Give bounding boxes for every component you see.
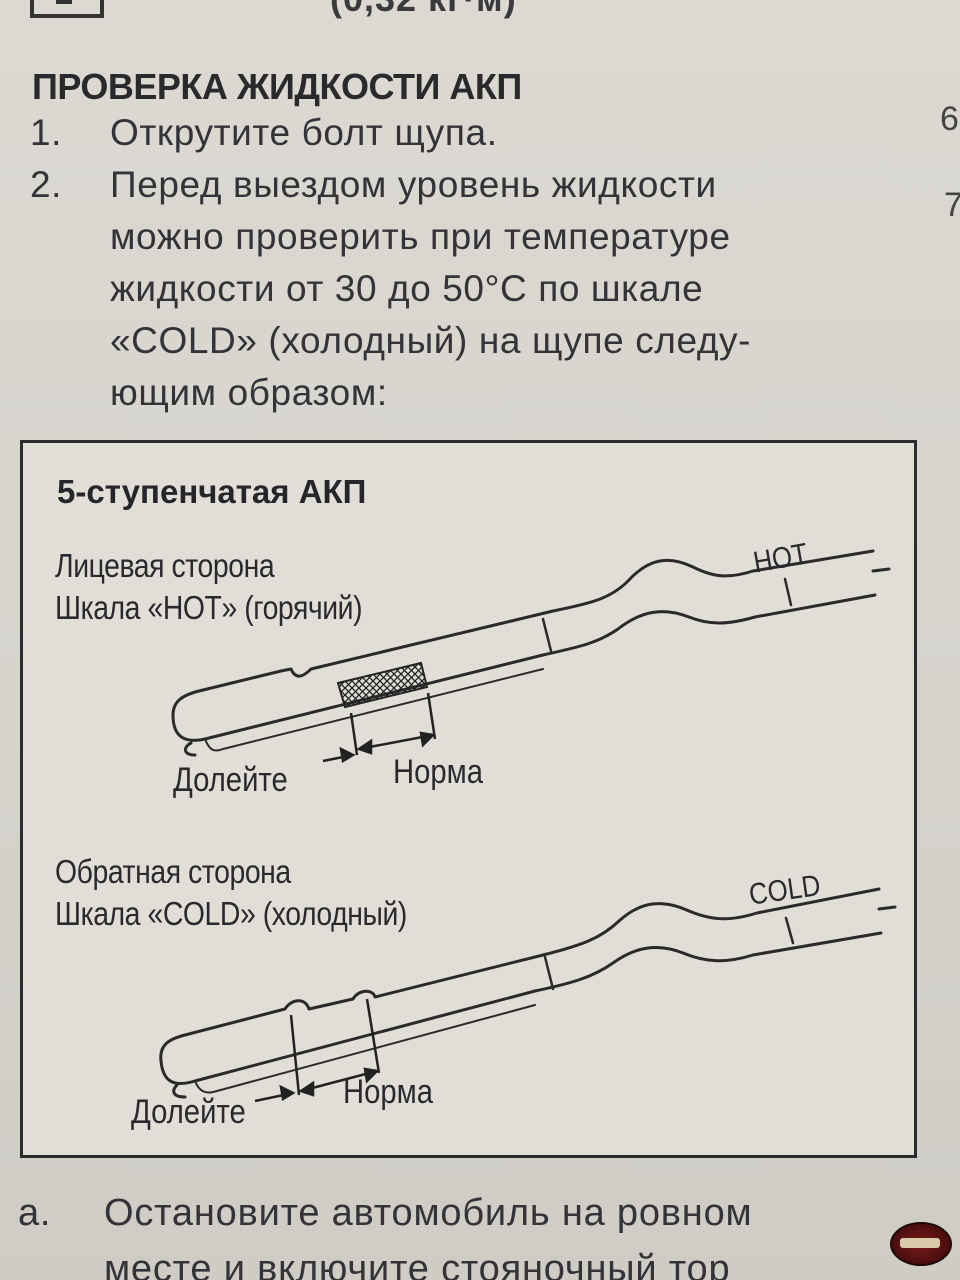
front-normal-label: Норма: [393, 753, 484, 791]
torque-icon: [30, 0, 104, 18]
step-number: 2.: [30, 164, 63, 205]
bottom-item: a.: [18, 1192, 51, 1235]
back-add-label: Долейте: [131, 1093, 246, 1131]
step-text-line: ющим образом:: [110, 372, 388, 413]
back-normal-label: Норма: [343, 1073, 434, 1111]
margin-page-number: 6: [940, 100, 959, 138]
back-scale-label: Шкала «COLD» (холодный): [55, 895, 407, 932]
bottom-text-line1: Остановите автомобиль на ровном: [104, 1192, 753, 1234]
front-range-markers: [322, 692, 437, 764]
back-side-label: Обратная сторона: [55, 853, 291, 890]
back-dipstick: [159, 887, 897, 1099]
front-dipstick: [171, 549, 891, 757]
section-title: ПРОВЕРКА ЖИДКОСТИ АКП: [32, 66, 522, 107]
step-text-line: «COLD» (холодный) на щупе следу-: [110, 320, 752, 361]
step-text: Открутите болт щупа.: [110, 112, 498, 153]
watermark-logo: [890, 1222, 952, 1266]
item-letter: a.: [18, 1192, 52, 1234]
front-scale-label: Шкала «HOT» (горячий): [55, 589, 363, 626]
figure-title: 5-ступенчатая АКП: [57, 473, 367, 510]
torque-value-fragment: (0,32 кг·м): [330, 0, 517, 20]
step-text-line: можно проверить при температуре: [110, 216, 731, 257]
dipstick-illustration: [159, 549, 897, 1103]
bottom-text-line2: месте и включите стояночный тор: [104, 1248, 731, 1280]
front-hatched-normal-zone: [336, 661, 429, 709]
margin-page-number: 7: [944, 186, 960, 224]
step-text-line: жидкости от 30 до 50°С по шкале: [110, 268, 704, 309]
front-add-label: Долейте: [173, 761, 288, 799]
back-range-markers: [254, 998, 381, 1103]
dipstick-figure: 5-ступенчатая АКП Лицевая сторона Шкала …: [20, 440, 917, 1158]
step-text-line: Перед выездом уровень жидкости: [110, 164, 717, 205]
front-side-label: Лицевая сторона: [55, 547, 275, 584]
step-number: 1.: [30, 112, 63, 153]
